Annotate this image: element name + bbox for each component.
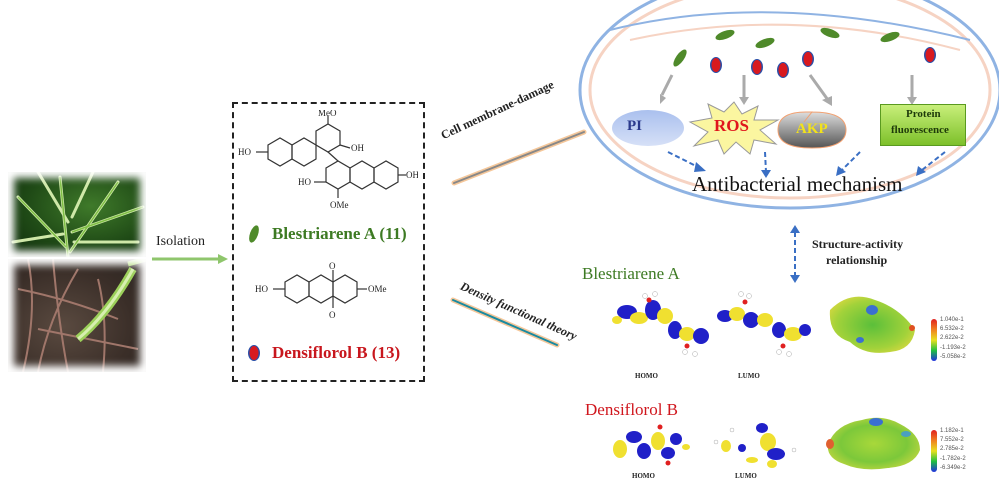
blestriarene-structure: MeO HO OH HO OMe OH [238,110,418,210]
substituent-label: O [329,310,336,320]
densiflorol-name: Densiflorol B (13) [272,343,401,362]
substituent-label: HO [255,284,268,294]
substituent-label: O [329,261,336,271]
substituent-label: OMe [330,200,349,210]
scale-tick: -5.058e-2 [940,353,966,360]
blestriarene-name: Blestriarene A (11) [272,224,407,243]
densiflorol-dft-title: Densiflorol B [585,400,679,419]
red-sphere-icon [248,345,260,361]
substituent-label: HO [298,177,311,187]
scale-tick: 1.182e-1 [940,428,964,434]
densiflorol-lumo-label: LUMO [735,472,757,480]
protein-label-line1: Protein [906,108,941,120]
isolation-label: Isolation [156,234,205,249]
densiflorol-lumo-orbital [713,423,797,468]
antibacterial-mechanism-label: Antibacterial mechanism [692,172,903,196]
scale-tick: 6.532e-2 [940,326,964,333]
blestriarene-color-scale [931,319,937,361]
densiflorol-scale-labels: 1.182e-1 7.552e-2 2.785e-2 -1.782e-2 -6.… [940,427,966,473]
sar-label-line1: Structure-activity [812,237,904,251]
substituent-label: OMe [368,284,387,294]
isolation-arrow [152,254,228,264]
blestriarene-lumo-label: LUMO [738,372,760,380]
membrane-damage-arrow [451,129,587,186]
blestriarene-dft-title: Blestriarene A [582,264,680,283]
compound-particles [673,27,936,78]
gray-arrows [660,74,917,106]
green-leaf-icon [820,27,840,39]
blestriarene-scale-labels: 1.040e-1 6.532e-2 2.622e-2 -1.193e-2 -5.… [940,316,966,362]
sar-label-line2: relationship [826,253,888,267]
densiflorol-homo-orbital [613,424,690,466]
pi-label: PI [627,118,642,134]
densiflorol-homo-label: HOMO [632,472,655,480]
blestriarene-homo-orbital [612,291,709,357]
scale-tick: 2.622e-2 [940,335,964,342]
bacterial-cell [578,0,999,210]
ros-burst-icon [688,101,780,155]
green-leaf-icon [880,31,900,43]
scale-tick: 1.040e-1 [940,317,964,323]
green-leaf-icon [715,29,735,41]
substituent-label: OH [351,143,364,153]
substituent-label: HO [238,147,251,157]
substituent-label: MeO [318,110,337,118]
green-leaf-icon [673,49,687,67]
green-leaf-icon [249,225,259,243]
substituent-label: OH [406,170,418,180]
scale-tick: -1.193e-2 [940,344,966,351]
blestriarene-esp-surface [829,296,915,353]
plant-leaves-image [8,172,146,257]
sar-double-arrow [790,225,800,283]
mechanism-arrows [667,151,946,178]
blestriarene-lumo-orbital [717,291,811,357]
densiflorol-structure: HO O OMe O [255,261,387,320]
densiflorol-esp-surface [826,417,920,470]
akp-label: AKP [796,121,828,137]
blestriarene-homo-label: HOMO [635,372,658,380]
scale-tick: 7.552e-2 [940,437,964,444]
dft-arrow [450,297,560,348]
densiflorol-color-scale [931,430,937,472]
scale-tick: -6.349e-2 [940,464,966,471]
ros-label: ROS [714,116,749,135]
akp-enzyme-icon [777,111,847,149]
green-leaf-icon [755,37,775,49]
protein-fluorescence-box [880,104,966,146]
protein-label-line2: fluorescence [891,124,949,136]
scale-tick: 2.785e-2 [940,446,964,453]
pi-assay [612,110,684,146]
plant-photo [8,172,146,372]
scale-tick: -1.782e-2 [940,455,966,462]
compound-box [232,102,425,382]
plant-roots-image [8,259,146,372]
